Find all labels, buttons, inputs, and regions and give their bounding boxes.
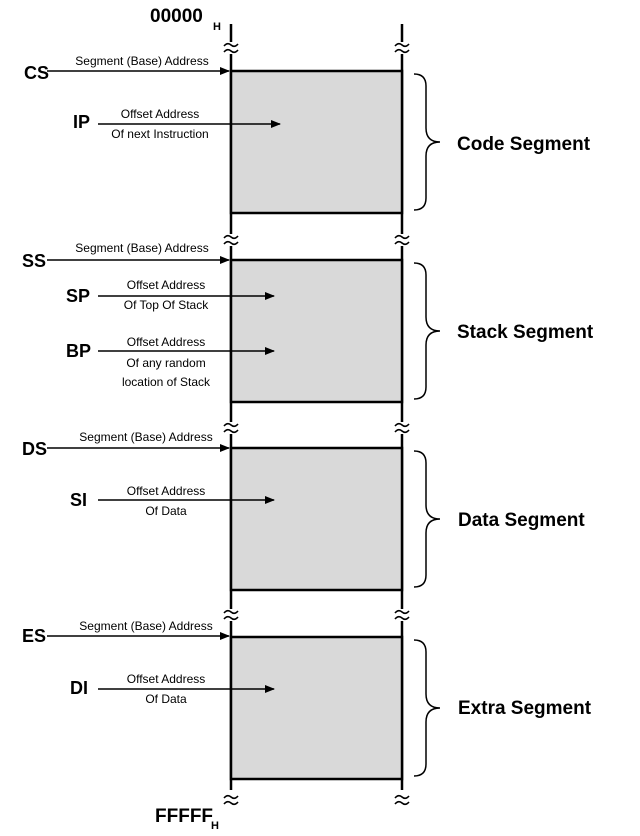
offset-line2: Of Data xyxy=(145,504,187,518)
break-gap xyxy=(225,42,237,54)
break-tilde xyxy=(223,609,239,615)
base-label: Segment (Base) Address xyxy=(79,619,212,633)
break-gap xyxy=(396,422,408,434)
offset-line2: Of Data xyxy=(145,692,187,706)
base-label: Segment (Base) Address xyxy=(75,241,208,255)
break-gap xyxy=(396,42,408,54)
brace xyxy=(413,639,441,777)
segment-block xyxy=(229,69,404,215)
offset-line1: Offset Address xyxy=(121,107,200,121)
break-marks xyxy=(223,42,410,806)
break-gap xyxy=(396,794,408,806)
segment-name: Data Segment xyxy=(458,510,585,531)
break-tilde xyxy=(223,42,239,48)
base-register: ES xyxy=(22,626,46,646)
break-tilde xyxy=(223,234,239,240)
segment-stack: Stack Segment SS Segment (Base) Address … xyxy=(22,241,594,404)
break-tilde xyxy=(223,794,239,800)
segment-block xyxy=(229,635,404,781)
address-bottom: FFFFF H xyxy=(155,806,219,832)
offset-line2: Of Top Of Stack xyxy=(124,298,209,312)
offset-line1: Offset Address xyxy=(127,278,206,292)
break-gap xyxy=(225,234,237,246)
offset-register: SI xyxy=(70,490,87,510)
break-tilde xyxy=(223,422,239,428)
break-gap xyxy=(396,234,408,246)
segment-data: Data Segment DS Segment (Base) Address S… xyxy=(22,430,585,592)
break-tilde xyxy=(223,240,239,246)
break-tilde xyxy=(223,48,239,54)
break-gap xyxy=(225,794,237,806)
base-label: Segment (Base) Address xyxy=(75,54,208,68)
break-tilde xyxy=(394,234,410,240)
offset-line1: Offset Address xyxy=(127,335,206,349)
address-top-subscript: H xyxy=(213,21,221,33)
segment-name: Code Segment xyxy=(457,134,591,155)
offset-line2: Of any random xyxy=(126,356,205,370)
break-tilde xyxy=(394,800,410,806)
brace xyxy=(413,73,441,211)
break-tilde xyxy=(223,615,239,621)
break-gap xyxy=(225,422,237,434)
break-tilde xyxy=(394,422,410,428)
break-gap xyxy=(225,609,237,621)
offset-line1: Offset Address xyxy=(127,672,206,686)
offset-register: BP xyxy=(66,341,91,361)
segment-name: Stack Segment xyxy=(457,322,594,343)
offset-line3: location of Stack xyxy=(122,375,211,389)
address-top: 00000 H xyxy=(150,6,221,33)
break-tilde xyxy=(394,609,410,615)
base-label: Segment (Base) Address xyxy=(79,430,212,444)
brace xyxy=(413,450,441,588)
base-register: SS xyxy=(22,251,46,271)
break-tilde xyxy=(394,42,410,48)
break-tilde xyxy=(394,794,410,800)
base-register: DS xyxy=(22,439,47,459)
break-tilde xyxy=(394,428,410,434)
offset-register: IP xyxy=(73,112,90,132)
break-tilde xyxy=(394,240,410,246)
segment-extra: Extra Segment ES Segment (Base) Address … xyxy=(22,619,592,781)
address-bottom-subscript: H xyxy=(211,820,219,832)
break-tilde xyxy=(223,800,239,806)
break-tilde xyxy=(394,615,410,621)
address-top-value: 00000 xyxy=(150,6,203,27)
offset-register: DI xyxy=(70,678,88,698)
segment-code: Code Segment CS Segment (Base) Address I… xyxy=(24,54,591,215)
base-register: CS xyxy=(24,63,49,83)
segment-block xyxy=(229,446,404,592)
segment-block xyxy=(229,258,404,404)
segment-name: Extra Segment xyxy=(458,698,592,719)
offset-register: SP xyxy=(66,286,90,306)
break-tilde xyxy=(394,48,410,54)
offset-line1: Offset Address xyxy=(127,484,206,498)
brace xyxy=(413,262,441,400)
address-bottom-value: FFFFF xyxy=(155,806,213,827)
break-gap xyxy=(396,609,408,621)
offset-line2: Of next Instruction xyxy=(111,127,208,141)
break-tilde xyxy=(223,428,239,434)
